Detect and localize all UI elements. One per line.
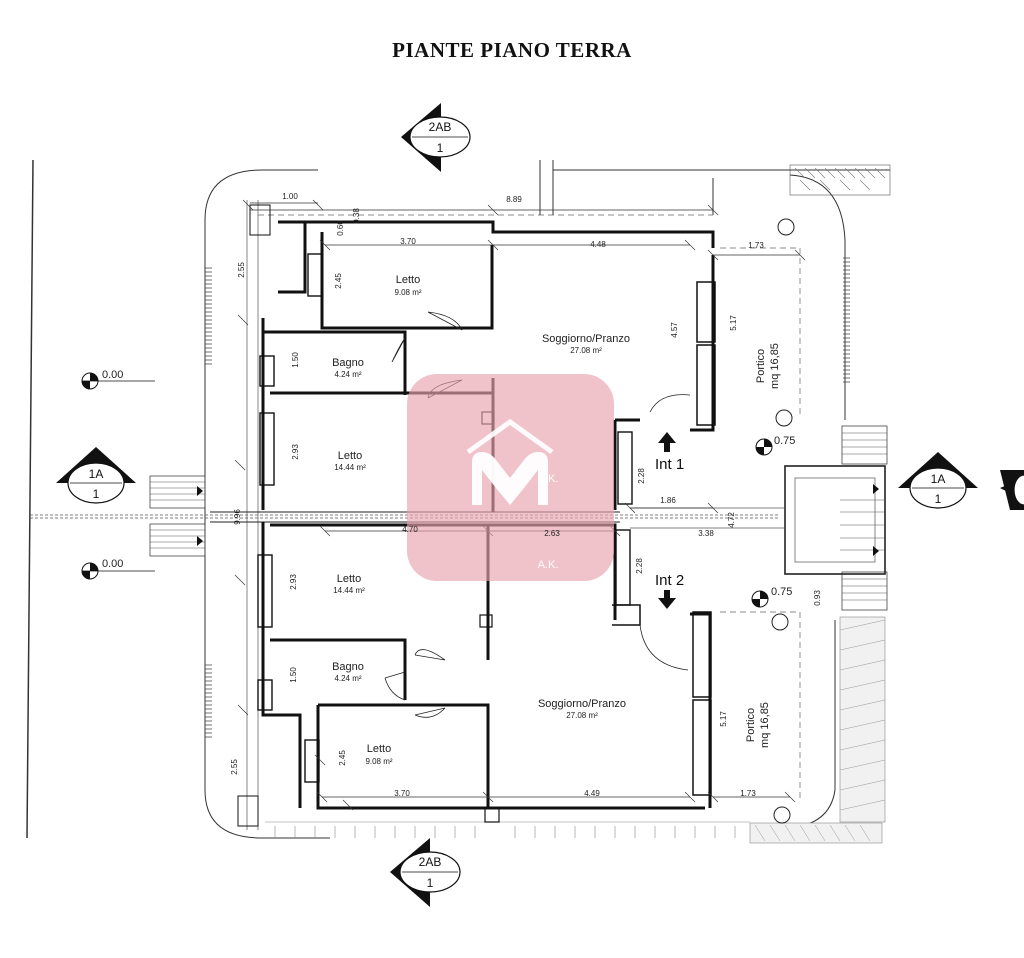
hatched-area-top-right — [789, 164, 891, 196]
room-letto-mid-top-area: 14.44 m² — [334, 463, 366, 472]
room-bagno-bottom-area: 4.24 m² — [334, 674, 361, 683]
dim-label: 0.38 — [352, 208, 361, 224]
dim-label: 1.50 — [289, 667, 298, 683]
room-letto-bottom-area: 9.08 m² — [365, 757, 392, 766]
dim-label: 0.93 — [813, 590, 822, 606]
dim-label: 0.60 — [336, 220, 345, 236]
level-right-bottom: 0.75 — [771, 586, 792, 598]
dim-label: 2.28 — [637, 468, 646, 484]
dim-label: 1.73 — [740, 789, 756, 798]
level-marker-icon: 0.75 — [751, 586, 792, 608]
outer-outline-bottom-right — [787, 620, 836, 829]
outer-outline-top-right — [789, 174, 846, 420]
room-ak-top: A.K. — [538, 473, 559, 485]
level-right-top: 0.75 — [774, 435, 795, 447]
walls-int2 — [237, 522, 712, 827]
unit-int1-label: Int 1 — [655, 456, 684, 473]
dim-label: 2.45 — [338, 750, 347, 766]
level-marker-icon: 0.00 — [81, 369, 155, 390]
porch-outline-bottom — [720, 611, 801, 800]
room-bagno-top-name: Bagno — [332, 357, 364, 369]
dim-label: 5.17 — [719, 711, 728, 727]
room-letto-mid-bottom-name: Letto — [337, 573, 361, 585]
room-soggiorno-bottom-name: Soggiorno/Pranzo — [538, 698, 626, 710]
dim-label: 2.55 — [237, 262, 246, 278]
dim-label: 1.86 — [660, 496, 676, 505]
room-soggiorno-top-name: Soggiorno/Pranzo — [542, 333, 630, 345]
room-letto-top-area: 9.08 m² — [394, 288, 421, 297]
property-line — [26, 159, 34, 839]
section-left-num: 1 — [93, 487, 100, 501]
dim-label: 1.73 — [748, 241, 764, 250]
section-marker-right: 1A 1 — [898, 452, 1024, 510]
dim-label: 4.48 — [590, 240, 606, 249]
porch-outline-top — [720, 247, 801, 415]
level-marker-icon: 0.75 — [755, 435, 795, 456]
room-portico-bottom-name: Portico — [745, 708, 757, 742]
section-marker-left: 1A 1 — [56, 447, 136, 504]
room-portico-bottom-area: mq 16,85 — [759, 702, 771, 748]
hatched-area-bottom-right — [749, 616, 886, 844]
room-portico-top-name: Portico — [755, 349, 767, 383]
section-bottom-label: 2AB — [419, 855, 442, 869]
dim-label: 1.00 — [282, 192, 298, 201]
dim-label: 3.38 — [698, 529, 714, 538]
room-letto-mid-top-name: Letto — [338, 450, 362, 462]
dim-label: 2.93 — [289, 574, 298, 590]
level-marker-icon: 0.00 — [81, 558, 155, 580]
dimension-labels: 1.00 8.89 0.60 0.38 3.70 4.48 1.73 2.55 … — [230, 192, 822, 798]
dim-label: 2.93 — [291, 444, 300, 460]
section-right-num: 1 — [935, 492, 942, 506]
dimension-lines — [234, 199, 806, 811]
m-logo-icon — [407, 374, 614, 581]
dim-label: 2.63 — [544, 529, 560, 538]
dim-label: 4.72 — [727, 512, 736, 528]
central-axis — [30, 511, 780, 523]
dim-label: 2.55 — [230, 759, 239, 775]
entrance-steps-left — [149, 475, 206, 557]
room-bagno-bottom-name: Bagno — [332, 661, 364, 673]
room-bagno-top-area: 4.24 m² — [334, 370, 361, 379]
porch-columns — [771, 218, 795, 824]
room-ak-bottom: A.K. — [538, 559, 559, 571]
room-soggiorno-bottom-area: 27.08 m² — [566, 711, 598, 720]
dim-label: 3.70 — [400, 237, 416, 246]
section-right-label: 1A — [931, 472, 946, 486]
section-marker-top: 2AB 1 — [401, 103, 471, 172]
level-left-top: 0.00 — [102, 369, 123, 381]
arrow-icon — [658, 590, 676, 609]
dim-label: 3.70 — [394, 789, 410, 798]
window-hatches-left — [205, 257, 850, 738]
dim-label: 8.89 — [506, 195, 522, 204]
dim-label: 2.28 — [635, 558, 644, 574]
room-letto-top-name: Letto — [396, 274, 420, 286]
section-top-label: 2AB — [429, 120, 452, 134]
room-soggiorno-top-area: 27.08 m² — [570, 346, 602, 355]
section-marker-bottom: 2AB 1 — [390, 838, 461, 907]
ground-strip — [265, 821, 750, 838]
entrance-steps-right — [784, 425, 888, 611]
dim-label: 5.17 — [729, 315, 738, 331]
section-bottom-num: 1 — [427, 876, 434, 890]
dim-label: 9.96 — [233, 509, 242, 525]
dim-label: 4.57 — [670, 322, 679, 338]
room-letto-mid-bottom-area: 14.44 m² — [333, 586, 365, 595]
section-left-label: 1A — [89, 467, 104, 481]
room-letto-bottom-name: Letto — [367, 743, 391, 755]
page-title: PIANTE PIANO TERRA — [392, 38, 632, 62]
level-left-bottom: 0.00 — [102, 558, 123, 570]
section-top-num: 1 — [437, 141, 444, 155]
dim-label: 1.50 — [291, 352, 300, 368]
unit-int2-label: Int 2 — [655, 572, 684, 589]
room-portico-top-area: mq 16,85 — [769, 343, 781, 389]
dim-label: 4.49 — [584, 789, 600, 798]
arrow-icon — [658, 432, 676, 452]
dim-label: 4.70 — [402, 525, 418, 534]
dim-label: 2.45 — [334, 273, 343, 289]
outer-outline-top-left — [204, 169, 318, 515]
outer-outline-bottom-left — [204, 515, 330, 839]
